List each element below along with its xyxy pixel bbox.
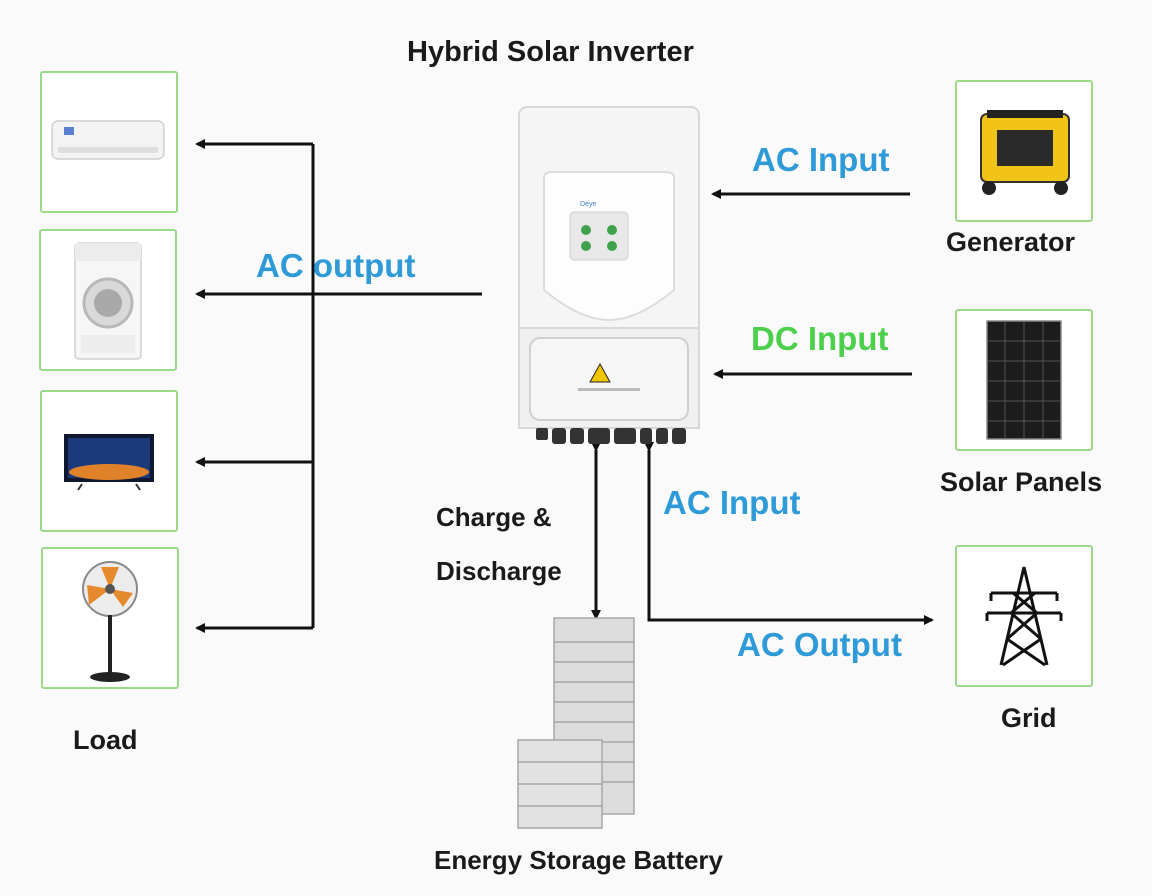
- battery-label: Energy Storage Battery: [434, 845, 723, 875]
- ac-input-generator-label: AC Input: [752, 141, 890, 178]
- ac-input-grid-label: AC Input: [663, 484, 801, 521]
- load-box-ac-unit: [40, 71, 178, 213]
- load-label: Load: [73, 725, 138, 755]
- solar-panels-box: [955, 309, 1093, 451]
- inverter-icon: Deye: [518, 106, 700, 444]
- generator-box: [955, 80, 1093, 222]
- tv-icon: [64, 434, 154, 491]
- generator-icon: [980, 110, 1070, 195]
- grid-line: [644, 442, 934, 625]
- ac-output-label: AC output: [256, 247, 416, 284]
- power-tower-icon: [985, 566, 1063, 667]
- solar-panels-label: Solar Panels: [940, 467, 1103, 497]
- ac-output-grid-label: AC Output: [737, 626, 902, 663]
- load-box-fan: [41, 547, 179, 689]
- discharge-label: Discharge: [436, 556, 562, 586]
- solar-panel-icon: [986, 320, 1062, 440]
- washing-machine-icon: [74, 242, 142, 360]
- battery-icon: [517, 617, 635, 829]
- fan-icon: [82, 561, 138, 682]
- generator-label: Generator: [946, 227, 1076, 257]
- load-box-tv: [40, 390, 178, 532]
- grid-label: Grid: [1001, 703, 1057, 733]
- charge-label: Charge &: [436, 502, 552, 532]
- page-title: Hybrid Solar Inverter: [407, 36, 694, 68]
- load-box-washer: [39, 229, 177, 371]
- dc-input-label: DC Input: [751, 320, 889, 357]
- svg-text:Deye: Deye: [580, 201, 596, 208]
- air-conditioner-icon: [51, 120, 165, 160]
- grid-box: [955, 545, 1093, 687]
